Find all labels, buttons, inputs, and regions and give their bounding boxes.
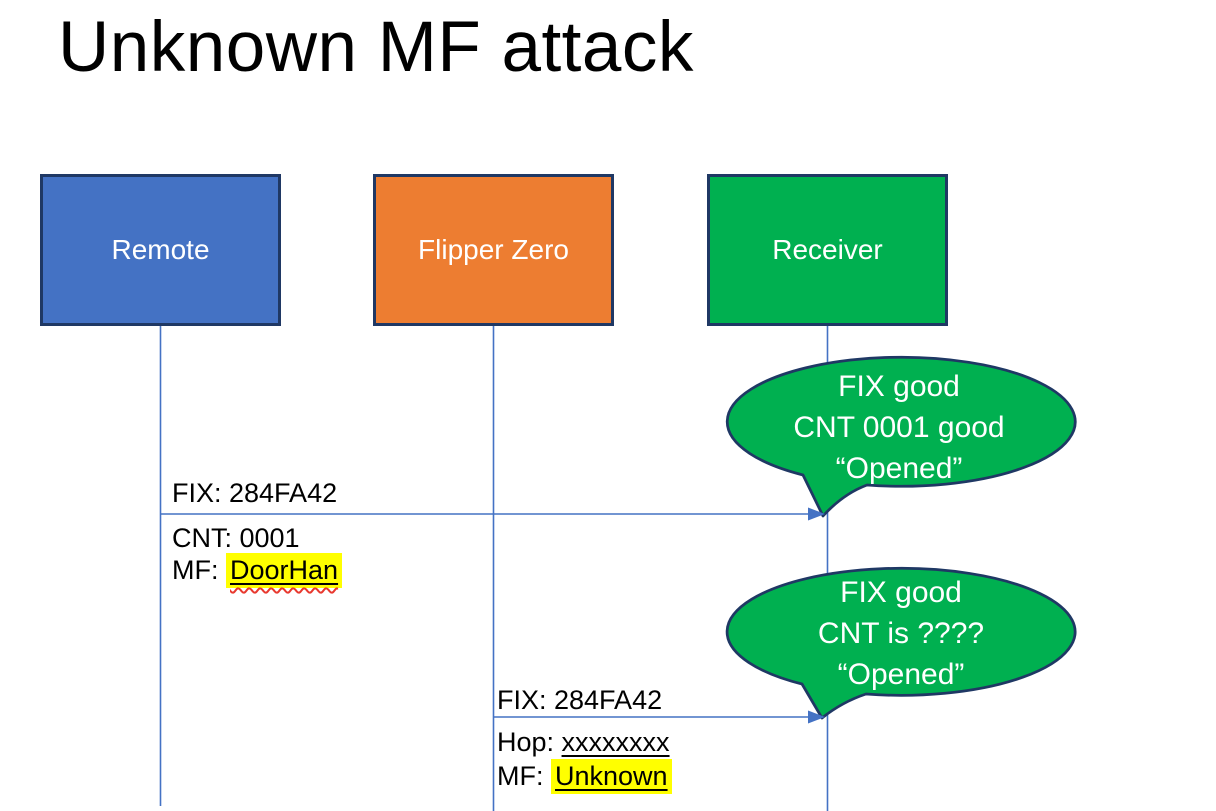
callout-2-line-1: FIX good xyxy=(840,576,962,609)
callout-bubble-2 xyxy=(725,566,1077,720)
message-2-mf-value-highlight: Unknown xyxy=(551,759,672,794)
message-1-cnt-label: CNT: 0001 xyxy=(172,523,300,553)
message-2-mf-value: Unknown xyxy=(555,761,668,791)
callout-1-line-3: “Opened” xyxy=(835,452,963,485)
message-1-mf-value: DoorHan xyxy=(230,555,339,585)
callout-2-line-3: “Opened” xyxy=(837,658,965,691)
callout-bubble-1 xyxy=(725,355,1077,518)
message-2-fix-label: FIX: 284FA42 xyxy=(497,685,663,715)
message-1-mf-value-highlight: DoorHan xyxy=(226,553,343,588)
callout-2-line-2: CNT is ???? xyxy=(817,617,985,650)
callout-1-text: FIX good CNT 0001 good “Opened” xyxy=(725,366,1073,489)
actor-box-remote: Remote xyxy=(40,174,281,326)
message-2-hop-prefix: Hop: xyxy=(497,727,562,757)
actor-box-receiver: Receiver xyxy=(707,174,948,326)
message-2-mf-label: MF: Unknown xyxy=(497,759,672,794)
actor-label-remote: Remote xyxy=(111,234,210,265)
message-1-fix-label: FIX: 284FA42 xyxy=(172,478,338,508)
actor-label-receiver: Receiver xyxy=(772,234,883,265)
message-2-hop-value: xxxxxxxx xyxy=(561,727,670,757)
actor-label-flipper-zero: Flipper Zero xyxy=(418,234,569,265)
callout-1-line-2: CNT 0001 good xyxy=(793,411,1005,444)
actor-box-flipper-zero: Flipper Zero xyxy=(373,174,614,326)
message-1-mf-prefix: MF: xyxy=(172,555,226,585)
message-arrow-1-head xyxy=(808,507,825,521)
message-1-mf-label: MF: DoorHan xyxy=(172,553,343,588)
message-arrow-2-head xyxy=(808,710,825,724)
message-2-hop-label: Hop: xxxxxxxx xyxy=(497,726,670,758)
message-2-mf-prefix: MF: xyxy=(497,761,551,791)
callout-1-line-1: FIX good xyxy=(838,370,960,403)
message-2-hop-value-squiggle: xxxxxxxx xyxy=(562,727,670,757)
slide-title: Unknown MF attack xyxy=(58,8,694,87)
callout-2-text: FIX good CNT is ???? “Opened” xyxy=(727,572,1075,695)
